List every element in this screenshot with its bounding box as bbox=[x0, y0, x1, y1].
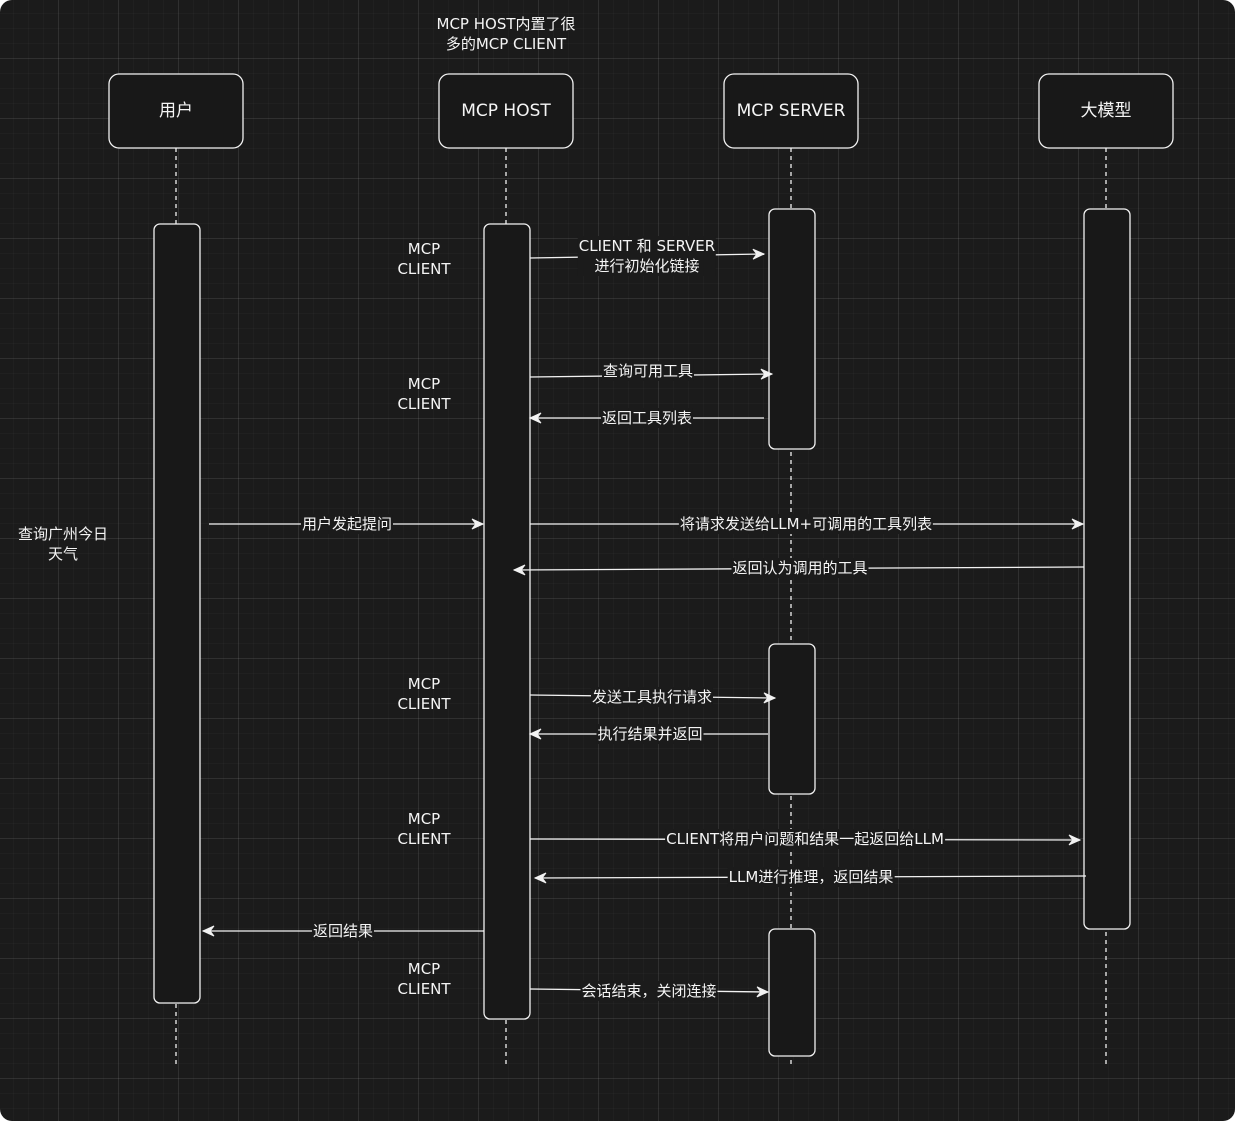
activation-bar-user-0 bbox=[153, 223, 201, 1004]
message-label-5: 返回认为调用的工具 bbox=[731, 558, 869, 578]
note-user-query: 查询广州今日天气 bbox=[17, 525, 109, 563]
message-arrowhead-8 bbox=[1068, 834, 1082, 846]
participant-label-server: MCP SERVER bbox=[736, 101, 846, 121]
message-arrowhead-11 bbox=[756, 986, 770, 998]
participant-label-llm: 大模型 bbox=[1080, 101, 1132, 121]
note-host-top: MCP HOST内置了很多的MCP CLIENT bbox=[436, 15, 576, 53]
message-label-11: 会话结束，关闭连接 bbox=[580, 981, 718, 1001]
message-label-8: CLIENT将用户问题和结果一起返回给LLM bbox=[665, 829, 945, 849]
participant-label-user: 用户 bbox=[159, 101, 193, 121]
activation-bar-server-4 bbox=[768, 928, 816, 1057]
activation-bar-llm-5 bbox=[1083, 208, 1131, 930]
message-arrowhead-5 bbox=[512, 564, 526, 576]
participant-box-server bbox=[723, 73, 859, 149]
message-arrowhead-0 bbox=[752, 248, 766, 260]
message-arrowhead-7 bbox=[528, 728, 542, 740]
message-label-10: 返回结果 bbox=[311, 921, 375, 941]
message-arrowhead-6 bbox=[763, 692, 777, 704]
message-label-9: LLM进行推理，返回结果 bbox=[727, 867, 895, 887]
message-label-3: 用户发起提问 bbox=[300, 514, 394, 534]
activation-bar-host-1 bbox=[483, 223, 531, 1020]
message-arrowhead-9 bbox=[533, 872, 547, 884]
message-label-1: 查询可用工具 bbox=[601, 361, 695, 381]
message-arrowhead-4 bbox=[1071, 518, 1085, 530]
activation-bar-server-3 bbox=[768, 643, 816, 795]
message-label-7: 执行结果并返回 bbox=[596, 724, 704, 744]
activation-bar-server-2 bbox=[768, 208, 816, 450]
message-arrowhead-3 bbox=[471, 518, 485, 530]
message-arrowhead-1 bbox=[760, 368, 774, 380]
participant-box-llm bbox=[1038, 73, 1174, 149]
message-arrowhead-2 bbox=[528, 412, 542, 424]
participant-label-host: MCP HOST bbox=[461, 101, 551, 121]
message-label-4: 将请求发送给LLM+可调用的工具列表 bbox=[678, 514, 934, 534]
participant-box-host bbox=[438, 73, 574, 149]
message-arrowhead-10 bbox=[201, 925, 215, 937]
message-label-2: 返回工具列表 bbox=[600, 408, 694, 428]
message-label-6: 发送工具执行请求 bbox=[590, 687, 714, 707]
participant-box-user bbox=[108, 73, 244, 149]
